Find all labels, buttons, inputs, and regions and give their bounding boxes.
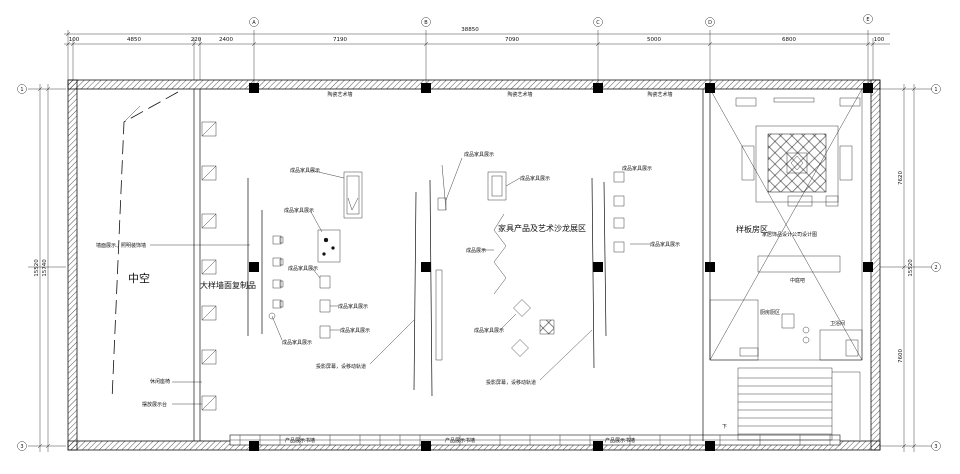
dim-seg-5: 7190 (333, 37, 347, 43)
item-label-2: 成品家具展示 (284, 207, 314, 214)
void-area: 中空 (111, 89, 201, 441)
left-note-3: 摆放展示台 (142, 401, 167, 408)
item-label-1: 成品家具展示 (290, 167, 320, 174)
dim-seg-4: 2400 (219, 37, 233, 43)
dim-right-total: 15520 (908, 259, 914, 277)
axis-label-b: B (424, 20, 428, 26)
dim-right-top: 7620 (898, 171, 904, 185)
right-axis-3: 3 (934, 444, 937, 450)
left-note-2: 休闲座椅 (150, 378, 170, 385)
screen-note-1: 投影屏幕，设移动轨道 (316, 363, 366, 370)
top-dimension-chain: 38850 100 4850 220 2400 7190 7090 5000 6… (64, 27, 890, 84)
void-label: 中空 (128, 271, 150, 285)
outer-walls (67, 79, 881, 451)
axis-label-d: D (708, 20, 712, 26)
item-label-9: 成品家具展示 (622, 165, 652, 172)
wall-top-3: 陶瓷艺术墙 (647, 91, 672, 98)
wall-top-1: 陶瓷艺术墙 (327, 91, 352, 98)
furniture-area-label: 家具产品及艺术沙龙展区 (498, 223, 586, 233)
dim-seg-6: 7090 (505, 37, 519, 43)
partitions (247, 177, 607, 397)
stair-down-label: 下 (722, 424, 727, 430)
washroom-label: 厨房厨区 (760, 309, 780, 316)
mural-label: 大样墙面复制品 (200, 280, 256, 290)
display-items-left (317, 171, 363, 339)
sample-room (702, 88, 863, 441)
left-note-1: 墙面展示、照明装饰墙 (96, 242, 146, 249)
dim-left-a: 15520 (34, 259, 40, 277)
top-axis-bubbles: A B C D E (249, 14, 873, 27)
item-label-4: 成品家具展示 (338, 303, 368, 310)
screen-note-2: 投影屏幕，设移动轨道 (486, 379, 536, 386)
wall-top-2: 陶瓷艺术墙 (507, 91, 532, 98)
item-label-8: 成品家具展示 (520, 175, 550, 182)
item-label-5: 成品家具展示 (340, 327, 370, 334)
right-dimension-chain: 1 2 3 7620 7600 15520 (880, 84, 941, 452)
sample-room-sub: 家居饰品设计公司设计图 (762, 231, 817, 238)
dim-right-bottom: 7600 (898, 349, 904, 363)
sample-room-label: 样板房区 (736, 224, 768, 234)
left-axis-3: 3 (20, 444, 23, 450)
axis-label-c: C (596, 20, 600, 26)
right-axis-1: 1 (934, 87, 937, 93)
item-label-10: 成品家具展示 (650, 241, 680, 248)
bath-label: 卫浴间 (830, 320, 845, 327)
wall-bottom-3: 产品展示书墙 (605, 437, 635, 444)
dim-seg-7: 5000 (647, 37, 661, 43)
axis-label-a: A (252, 20, 256, 26)
bar-label: 中庭吧 (790, 277, 805, 284)
dim-seg-2: 4850 (127, 37, 141, 43)
display-items-right (613, 171, 625, 253)
item-label-11: 成品展示 (466, 247, 486, 254)
item-label-6: 成品家具展示 (282, 339, 312, 346)
chairs-left (268, 235, 284, 320)
dim-seg-1: 100 (69, 37, 80, 43)
dim-seg-8: 6800 (782, 37, 796, 43)
left-dimension-chain: 1 3 15520 15740 (17, 84, 66, 452)
wall-bottom-1: 产品展示书墙 (285, 437, 315, 444)
item-label-12: 成品家具展示 (474, 327, 504, 334)
axis-label-e: E (866, 17, 869, 23)
wall-bottom-2: 产品展示书墙 (445, 437, 475, 444)
right-axis-2: 2 (934, 265, 937, 271)
left-axis-1: 1 (20, 87, 23, 93)
dim-left-b: 15740 (42, 259, 48, 277)
wall-display-boxes (201, 121, 217, 411)
item-label-7: 成品家具展示 (464, 151, 494, 158)
dim-seg-9: 100 (874, 37, 885, 43)
item-label-3: 成品家具展示 (288, 265, 318, 272)
dim-overall: 38850 (461, 27, 479, 33)
dim-seg-3: 220 (191, 37, 202, 43)
display-items-center (437, 164, 555, 357)
